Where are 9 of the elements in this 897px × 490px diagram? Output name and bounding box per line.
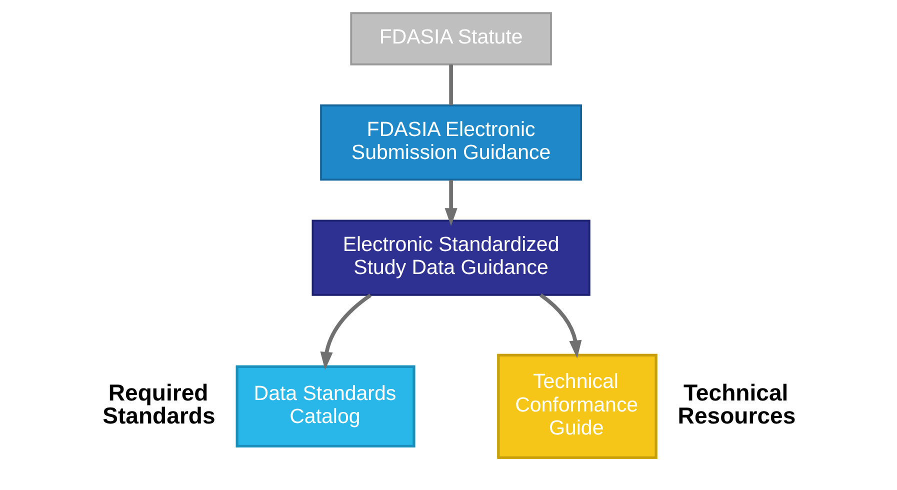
arrow (540, 293, 582, 358)
arrow (320, 294, 372, 370)
node-box: Electronic Standardized Study Data Guidance (312, 220, 590, 296)
node-box: FDASIA Statute (350, 12, 552, 66)
connector (449, 64, 453, 106)
node-box: FDASIA Electronic Submission Guidance (320, 104, 582, 181)
arrow (444, 180, 458, 226)
node-label: Required Standards (102, 380, 216, 429)
node-label: Technical Resources (678, 380, 796, 429)
